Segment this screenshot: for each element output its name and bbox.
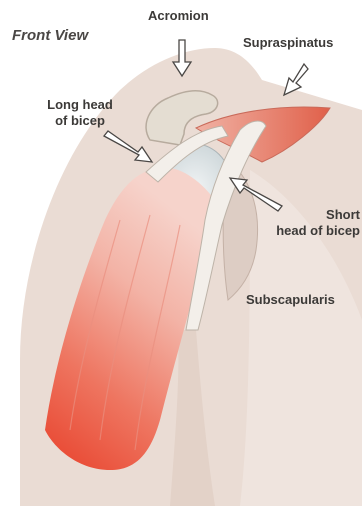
long-head-label-line1: Long head <box>34 97 126 113</box>
long-head-label: Long head of bicep <box>34 97 126 129</box>
short-head-label: Short head of bicep <box>256 207 360 239</box>
short-head-label-line2: head of bicep <box>256 223 360 239</box>
short-head-label-line1: Short <box>256 207 360 223</box>
long-head-label-line2: of bicep <box>34 113 126 129</box>
supraspinatus-label: Supraspinatus <box>243 35 333 51</box>
view-title: Front View <box>12 28 88 44</box>
acromion-label: Acromion <box>148 8 209 24</box>
subscapularis-label: Subscapularis <box>246 292 335 308</box>
